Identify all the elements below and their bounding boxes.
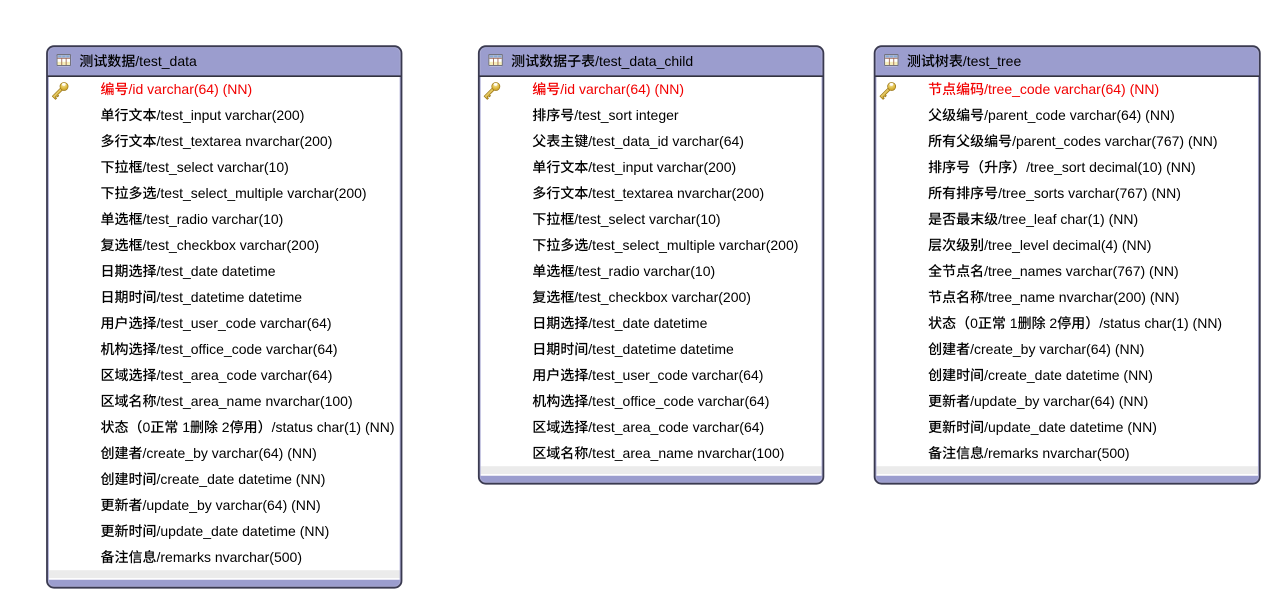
svg-text:/test_textarea nvarchar(200): /test_textarea nvarchar(200) [157,133,333,149]
svg-text:/test_data: /test_data [135,53,197,69]
svg-text:/test_date datetime: /test_date datetime [157,263,276,279]
svg-text:/test_user_code varchar(64): /test_user_code varchar(64) [588,367,763,383]
svg-text:/update_date datetime (NN): /update_date datetime (NN) [984,419,1157,435]
svg-text:/test_select_multiple varchar(: /test_select_multiple varchar(200) [157,185,367,201]
svg-text:/test_input varchar(200): /test_input varchar(200) [588,159,736,175]
svg-text:/test_area_code varchar(64): /test_area_code varchar(64) [588,419,764,435]
svg-text:0: 0 [970,315,978,331]
svg-text:/test_date datetime: /test_date datetime [588,315,707,331]
svg-text:/test_office_code varchar(64): /test_office_code varchar(64) [588,393,769,409]
svg-text:/update_by varchar(64) (NN): /update_by varchar(64) (NN) [143,497,321,513]
svg-text:/create_by varchar(64) (NN): /create_by varchar(64) (NN) [970,341,1144,357]
svg-text:/test_office_code varchar(64): /test_office_code varchar(64) [157,341,338,357]
svg-text:1: 1 [182,419,190,435]
svg-text:/test_tree: /test_tree [963,53,1022,69]
svg-text:/tree_level decimal(4) (NN): /tree_level decimal(4) (NN) [984,237,1151,253]
svg-text:/test_area_code varchar(64): /test_area_code varchar(64) [157,367,333,383]
svg-text:/remarks nvarchar(500): /remarks nvarchar(500) [984,445,1130,461]
svg-text:/parent_code varchar(64) (NN): /parent_code varchar(64) (NN) [984,107,1175,123]
svg-text:2: 2 [1049,315,1057,331]
svg-text:/tree_sorts varchar(767) (NN): /tree_sorts varchar(767) (NN) [998,185,1181,201]
svg-text:2: 2 [222,419,230,435]
svg-text:/test_area_name nvarchar(100): /test_area_name nvarchar(100) [588,445,784,461]
svg-text:/create_date datetime (NN): /create_date datetime (NN) [984,367,1153,383]
svg-text:/test_checkbox varchar(200): /test_checkbox varchar(200) [574,289,751,305]
svg-text:/tree_name nvarchar(200) (NN): /tree_name nvarchar(200) (NN) [984,289,1179,305]
svg-text:/test_user_code varchar(64): /test_user_code varchar(64) [157,315,332,331]
svg-text:/test_data_child: /test_data_child [595,53,693,69]
svg-text:/test_datetime datetime: /test_datetime datetime [588,341,734,357]
svg-text:/test_input varchar(200): /test_input varchar(200) [157,107,305,123]
svg-text:0: 0 [143,419,151,435]
svg-text:/test_data_id varchar(64): /test_data_id varchar(64) [588,133,744,149]
svg-text:/parent_codes varchar(767) (NN: /parent_codes varchar(767) (NN) [1012,133,1217,149]
svg-text:/test_checkbox varchar(200): /test_checkbox varchar(200) [143,237,320,253]
svg-text:/tree_leaf char(1) (NN): /tree_leaf char(1) (NN) [998,211,1138,227]
svg-text:/update_date datetime (NN): /update_date datetime (NN) [157,523,330,539]
svg-text:/test_select varchar(10): /test_select varchar(10) [574,211,720,227]
svg-text:/tree_code varchar(64) (NN): /tree_code varchar(64) (NN) [984,81,1159,97]
svg-text:/create_by varchar(64) (NN): /create_by varchar(64) (NN) [143,445,317,461]
svg-text:/test_sort integer: /test_sort integer [574,107,679,123]
svg-text:/test_textarea nvarchar(200): /test_textarea nvarchar(200) [588,185,764,201]
svg-text:/create_date datetime (NN): /create_date datetime (NN) [157,471,326,487]
svg-text:/id varchar(64) (NN): /id varchar(64) (NN) [129,81,253,97]
svg-text:/status char(1) (NN): /status char(1) (NN) [272,419,395,435]
svg-text:1: 1 [1010,315,1018,331]
svg-text:/tree_names varchar(767) (NN): /tree_names varchar(767) (NN) [984,263,1179,279]
svg-text:/remarks nvarchar(500): /remarks nvarchar(500) [157,549,303,565]
svg-text:/tree_sort decimal(10) (NN): /tree_sort decimal(10) (NN) [1026,159,1196,175]
svg-text:/status char(1) (NN): /status char(1) (NN) [1099,315,1222,331]
svg-text:/test_select_multiple varchar(: /test_select_multiple varchar(200) [588,237,798,253]
svg-text:/test_select varchar(10): /test_select varchar(10) [143,159,289,175]
svg-text:/test_radio varchar(10): /test_radio varchar(10) [574,263,715,279]
svg-text:/id varchar(64) (NN): /id varchar(64) (NN) [560,81,684,97]
svg-text:/update_by varchar(64) (NN): /update_by varchar(64) (NN) [970,393,1148,409]
svg-text:/test_datetime datetime: /test_datetime datetime [157,289,303,305]
svg-text:/test_area_name nvarchar(100): /test_area_name nvarchar(100) [157,393,353,409]
svg-text:/test_radio varchar(10): /test_radio varchar(10) [143,211,284,227]
